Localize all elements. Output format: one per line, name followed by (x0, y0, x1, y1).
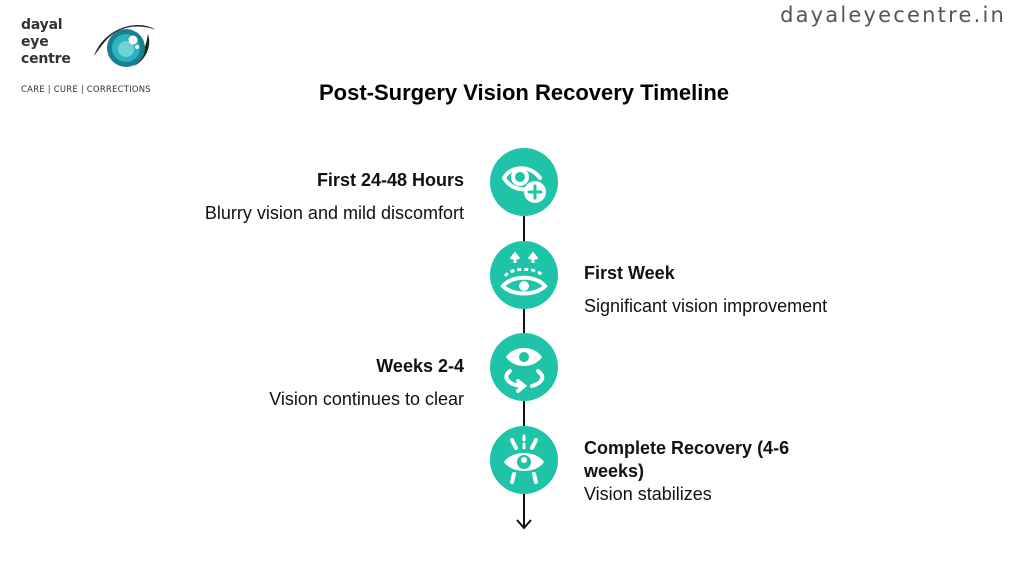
connector-line (523, 401, 525, 426)
timeline-item-2: First Week Significant vision improvemen… (584, 263, 827, 317)
logo-line: dayal (21, 17, 63, 33)
tagline: CARE | CURE | CORRECTIONS (21, 85, 151, 95)
timeline-node-1 (490, 148, 558, 216)
timeline-item-3: Weeks 2-4 Vision continues to clear (269, 356, 464, 410)
arrow-down-icon (516, 519, 532, 530)
timeline-heading: Weeks 2-4 (376, 356, 464, 376)
timeline-heading: First Week (584, 263, 675, 283)
connector-line (523, 216, 525, 241)
eye-plus-icon (502, 166, 546, 203)
connector-line (523, 309, 525, 333)
page-title: Post-Surgery Vision Recovery Timeline (318, 80, 729, 105)
timeline-description: Blurry vision and mild discomfort (204, 203, 464, 223)
logo-line: centre (21, 51, 71, 67)
eye-arrows-up-icon (500, 251, 548, 296)
timeline-item-4: Complete Recovery (4-6 weeks) Vision sta… (584, 437, 824, 506)
timeline-description: Significant vision improvement (584, 296, 828, 316)
eye-focus-icon (504, 434, 544, 484)
connector-line (523, 494, 525, 528)
logo-wordmark: dayal eye centre (21, 17, 71, 68)
timeline-node-2 (490, 241, 558, 309)
timeline-description: Vision stabilizes (584, 484, 712, 504)
timeline-heading: Complete Recovery (4-6 weeks) (584, 438, 790, 481)
eye-rotate-icon (504, 348, 545, 393)
logo-line: eye (21, 34, 49, 50)
eye-logo-icon (94, 25, 156, 67)
timeline-node-4 (490, 426, 558, 494)
timeline-item-1: First 24-48 Hours Blurry vision and mild… (205, 170, 464, 224)
timeline-node-3 (490, 333, 558, 401)
timeline-heading: First 24-48 Hours (316, 170, 464, 190)
timeline-description: Vision continues to clear (269, 389, 464, 409)
website-url: dayaleyecentre.in (780, 3, 1006, 27)
